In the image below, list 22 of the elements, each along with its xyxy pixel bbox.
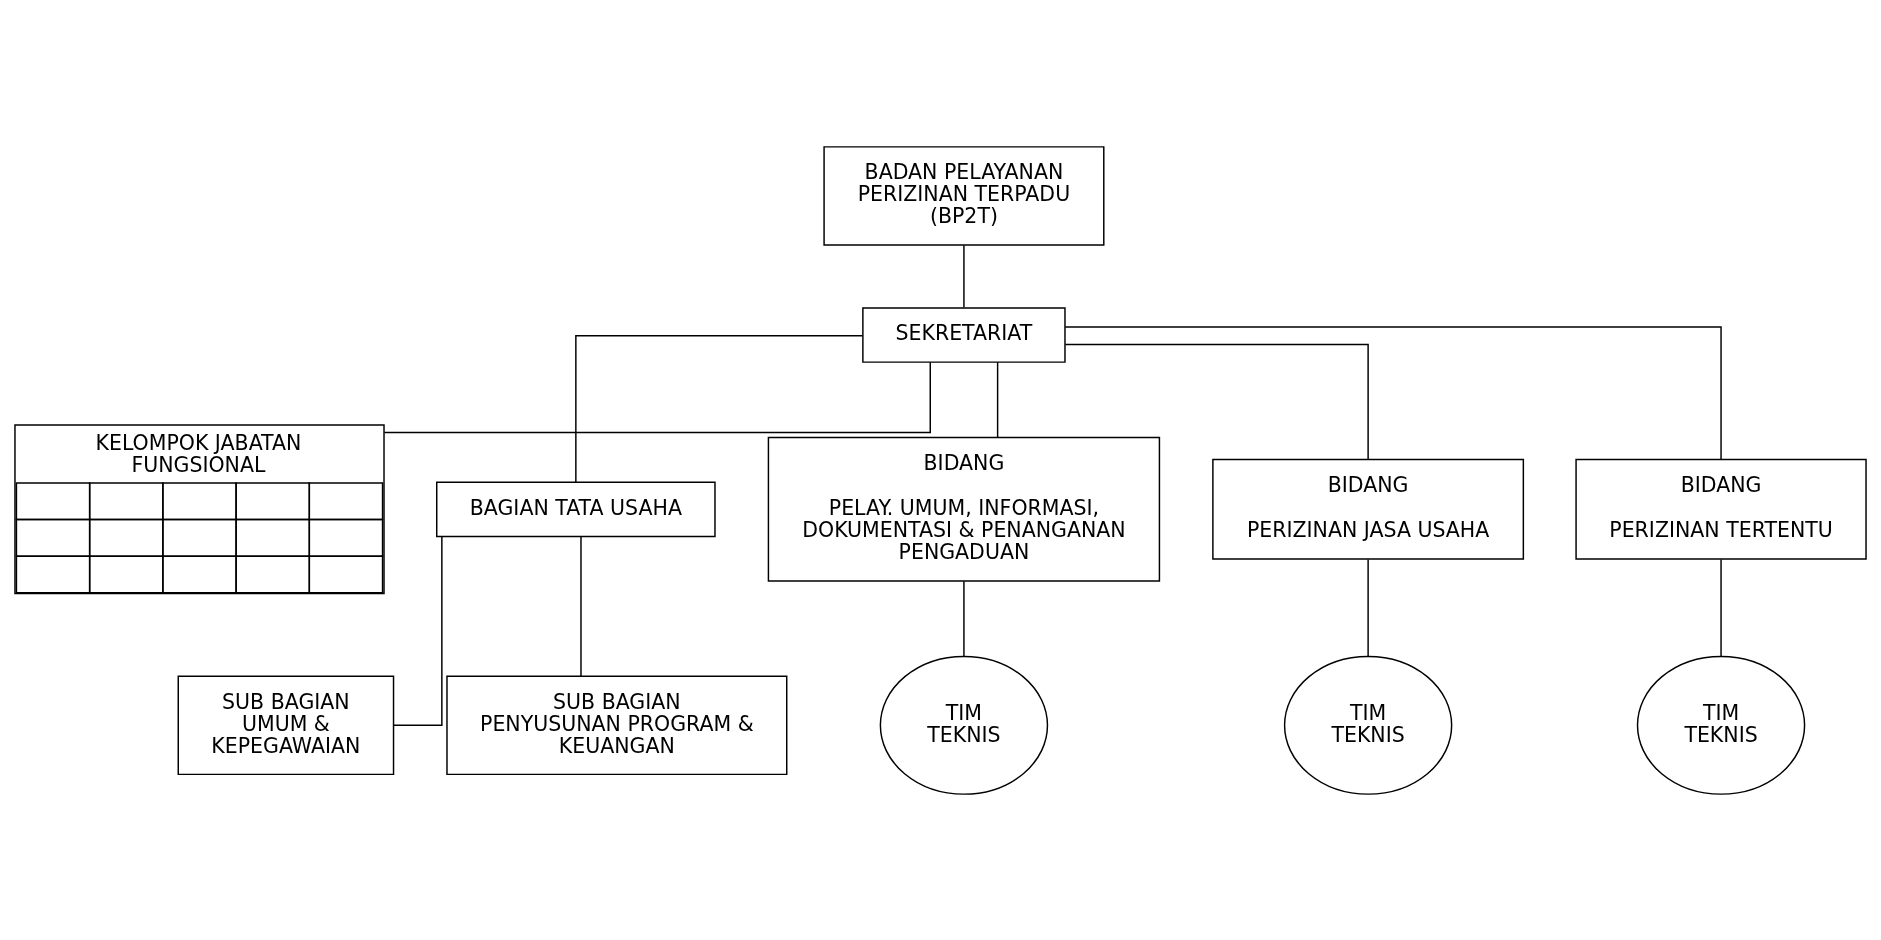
connector [580, 535, 582, 677]
node-box: SUB BAGIAN PENYUSUNAN PROGRAM & KEUANGAN [446, 675, 788, 775]
node-box: SEKRETARIAT [862, 306, 1066, 363]
node-box: BAGIAN TATA USAHA [436, 481, 716, 537]
node-box: BADAN PELAYANAN PERIZINAN TERPADU (BP2T) [823, 145, 1105, 246]
connector [996, 361, 999, 438]
node-box: SUB BAGIAN UMUM & KEPEGAWAIAN [177, 675, 395, 775]
connector [575, 334, 864, 483]
connector [1367, 558, 1369, 657]
connector [963, 244, 965, 308]
node-box: BIDANG PERIZINAN TERTENTU [1575, 458, 1867, 560]
node-box: BIDANG PELAY. UMUM, INFORMASI, DOKUMENTASI & PENANGANAN PENGADUAN [767, 436, 1161, 582]
node-ellipse: TIM TEKNIS [1283, 655, 1453, 795]
connector [963, 580, 965, 657]
connector [393, 535, 443, 726]
connector [1064, 343, 1369, 460]
connector [383, 360, 931, 433]
connector [1720, 558, 1722, 657]
node-ellipse: TIM TEKNIS [879, 655, 1049, 795]
node-ellipse: TIM TEKNIS [1636, 655, 1806, 795]
connector [1064, 325, 1722, 460]
node-box: BIDANG PERIZINAN JASA USAHA [1212, 458, 1525, 560]
